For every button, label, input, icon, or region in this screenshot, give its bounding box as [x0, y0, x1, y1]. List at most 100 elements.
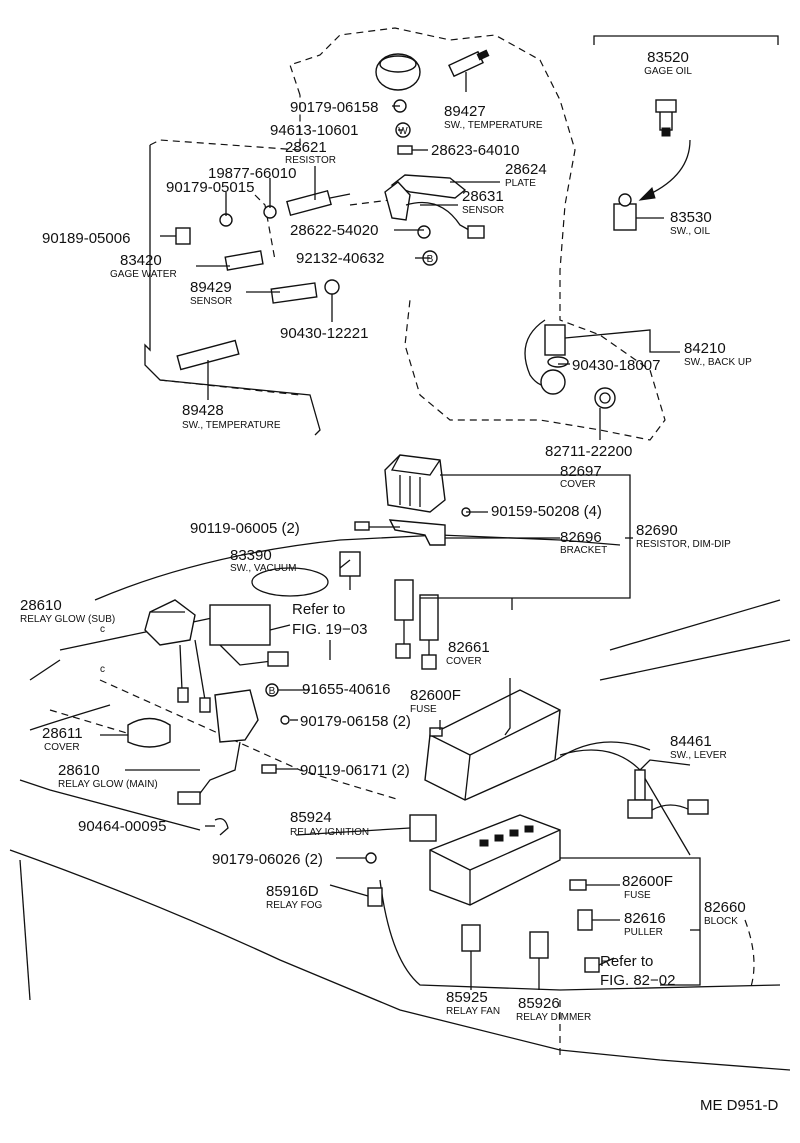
part-number: 83420: [120, 252, 162, 269]
part-name: BRACKET: [560, 545, 607, 556]
arrow-head: [638, 187, 656, 201]
part-name: GAGE WATER: [110, 269, 177, 280]
refer-figure: FIG. 19−03: [292, 621, 367, 638]
part-number: 89428: [182, 402, 224, 419]
relay-dimmer-85926: [529, 931, 549, 959]
part-number: 28624: [505, 161, 547, 178]
callout-28611: 28611 COVER: [42, 725, 83, 753]
part-name: FUSE: [410, 704, 437, 715]
temp-switch-89427: [448, 49, 490, 78]
callout-82690: 82690 RESISTOR, DIM-DIP: [636, 522, 731, 550]
callout-85926: 85926 RELAY DIMMER: [516, 995, 591, 1023]
part-number: 82660: [704, 899, 746, 916]
gage-oil-part: [655, 99, 677, 137]
callout-83420: 83420 GAGE WATER: [110, 252, 177, 280]
callout-28610-main: 28610 RELAY GLOW (MAIN): [58, 762, 158, 790]
callout-82616: 82616 PULLER: [624, 910, 666, 938]
part-name: RELAY FOG: [266, 900, 323, 911]
part-number: 83520: [647, 49, 689, 66]
part-name: RESISTOR, DIM-DIP: [636, 539, 731, 550]
refer-fig-19-03: Refer to FIG. 19−03: [292, 601, 367, 638]
callout-82660: 82660 BLOCK: [704, 899, 746, 927]
part-number: 28631: [462, 188, 504, 205]
sw-vacuum-83390: [339, 551, 361, 590]
part-name: PLATE: [505, 178, 536, 189]
callout-91655: 91655-40616: [302, 681, 390, 698]
callout-28623: 28623-64010: [431, 142, 519, 159]
callout-89427: 89427 SW., TEMPERATURE: [444, 103, 543, 131]
fuse-82600F-a: [429, 727, 443, 737]
lever-sw-84461: [627, 769, 709, 819]
part-number: 83390: [230, 547, 272, 564]
callout-90179-05015: 90179-05015: [166, 179, 254, 196]
part-name: SW., TEMPERATURE: [444, 120, 543, 131]
callout-28624: 28624 PLATE: [505, 161, 547, 189]
arrow-line: [647, 139, 691, 196]
part-number: 28621: [285, 139, 327, 156]
callout-82600F-b: 82600F FUSE: [622, 873, 673, 901]
part-number: 28610: [20, 597, 62, 614]
callout-89429: 89429 SENSOR: [190, 279, 232, 307]
callout-82696: 82696 BRACKET: [560, 529, 607, 556]
part-number: 89427: [444, 103, 486, 120]
callout-90119-06171: 90119-06171 (2): [300, 762, 410, 779]
bolt-90119b: [261, 764, 277, 774]
connector-pair: [394, 579, 439, 670]
fuse-ref-part: [584, 957, 600, 973]
part-name: RESISTOR: [285, 155, 336, 166]
callout-28622: 28622-54020: [290, 222, 378, 239]
b-mark-2: B: [269, 686, 276, 697]
w-mark: W: [398, 126, 408, 137]
callout-90179-06026: 90179-06026 (2): [212, 851, 323, 868]
callout-84461: 84461 SW., LEVER: [670, 733, 727, 761]
callout-94613: 94613-10601: [270, 122, 358, 139]
clip-part: [397, 145, 413, 155]
clamp-82711: [594, 387, 616, 409]
callout-82711: 82711-22200: [545, 443, 632, 460]
plate-part: [390, 174, 467, 199]
plug-90189: [175, 227, 191, 245]
part-number: 85925: [446, 989, 488, 1006]
callout-90159: 90159-50208 (4): [491, 503, 602, 520]
leader-lines-upper: [160, 72, 680, 440]
refer-fig-82-02: Refer to FIG. 82−02: [600, 953, 675, 989]
callout-83390: 83390 SW., VACUUM: [230, 547, 296, 574]
callout-90119-06005: 90119-06005 (2): [190, 520, 300, 537]
callout-83520: 83520 GAGE OIL: [644, 49, 692, 77]
part-name: SENSOR: [462, 205, 504, 216]
bolt-90119: [354, 521, 370, 531]
part-number: 82696: [560, 529, 602, 546]
bracket-82696: [388, 519, 446, 546]
cover-28611: [127, 717, 171, 748]
part-name: GAGE OIL: [644, 66, 692, 77]
callout-82661: 82661 COVER: [446, 639, 490, 667]
bolt-part: [417, 225, 431, 239]
part-name: PULLER: [624, 927, 663, 938]
relay-glow-sub: [144, 599, 289, 713]
part-name: SW., LEVER: [670, 750, 727, 761]
body-outline-lower: [9, 534, 791, 1071]
part-number: 82600F: [410, 687, 461, 704]
callout-83530: 83530 SW., OIL: [670, 209, 712, 237]
fuse-block-82660: [429, 814, 561, 906]
part-number: 89429: [190, 279, 232, 296]
nut-90179b: [280, 715, 290, 725]
part-name: COVER: [446, 656, 482, 667]
sensor-28631: [384, 181, 485, 239]
refer-label: Refer to: [600, 953, 653, 970]
part-name: RELAY GLOW (SUB): [20, 614, 115, 625]
part-name: SW., OIL: [670, 226, 710, 237]
part-name: SENSOR: [190, 296, 232, 307]
part-number: 82661: [448, 639, 490, 656]
part-name: SW., TEMPERATURE: [182, 420, 281, 431]
nut-90179c: [365, 852, 377, 864]
callout-82697: 82697 COVER: [560, 463, 602, 490]
callout-28621: 28621 RESISTOR: [285, 139, 336, 166]
temp-switch-89428: [176, 339, 240, 371]
callout-28631: 28631 SENSOR: [462, 188, 504, 216]
callout-90430-18007: 90430-18007: [572, 357, 660, 374]
gasket-part: [324, 279, 340, 295]
callout-90189: 90189-05006: [42, 230, 130, 247]
